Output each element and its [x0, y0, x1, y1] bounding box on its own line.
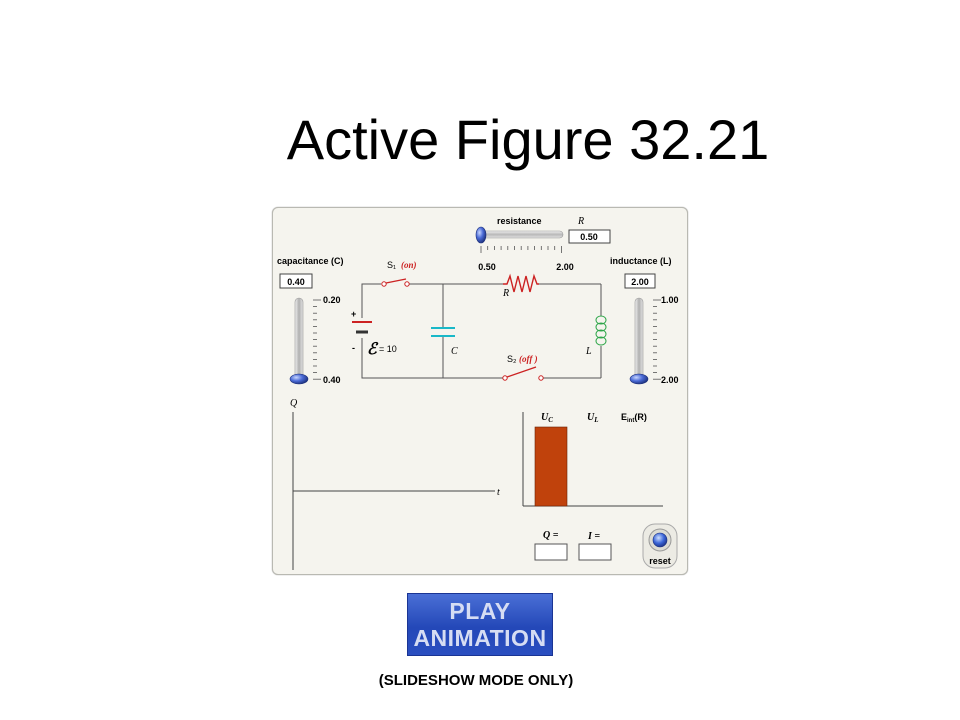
capacitance-value-box [279, 273, 313, 289]
capacitance-bottom-label: 0.40 [323, 375, 341, 385]
reset-icon [652, 532, 668, 548]
inductance-bottom-label: 2.00 [661, 375, 679, 385]
battery-symbol [352, 321, 372, 334]
circuit-diagram [361, 283, 602, 379]
graph-x-label: t [497, 487, 500, 498]
reset-button[interactable]: reset [642, 523, 678, 569]
reset-label: reset [649, 556, 671, 566]
resistance-max-label: 2.00 [556, 262, 574, 272]
graph-y-label: Q [290, 398, 298, 409]
inductance-top-label: 1.00 [661, 295, 679, 305]
battery-minus: - [352, 343, 355, 353]
energy-label-eint: Eint(R) [621, 412, 647, 424]
inductance-value-box [624, 273, 656, 289]
switch-s1-state: (on) [401, 260, 417, 270]
switch-s1[interactable] [381, 278, 410, 287]
energy-bar-uc [534, 426, 568, 507]
play-animation-button[interactable]: PLAY ANIMATION [407, 593, 553, 656]
switch-s1-label: S₁ [387, 260, 396, 270]
charge-readout-box [534, 543, 568, 561]
slideshow-mode-note: (SLIDESHOW MODE ONLY) [378, 672, 574, 689]
resistor-symbol [503, 273, 539, 293]
resistor-label: R [502, 288, 509, 299]
switch-s2-label: S₂ [507, 354, 517, 364]
play-button-line1: PLAY [449, 598, 511, 624]
resistance-min-label: 0.50 [478, 262, 496, 272]
resistance-slider-track[interactable] [478, 230, 564, 239]
energy-label-uc: UC [541, 412, 553, 424]
capacitance-slider-knob[interactable] [289, 373, 309, 385]
resistance-slider-knob[interactable] [475, 226, 487, 244]
inductance-value: 2.00 [631, 277, 649, 287]
play-button-line2: ANIMATION [413, 625, 547, 651]
capacitance-value: 0.40 [287, 277, 305, 287]
energy-label-ul: UL [587, 412, 599, 424]
emf-symbol: ℰ [367, 341, 379, 358]
slide-title: Active Figure 32.21 [286, 108, 770, 171]
current-readout-box [578, 543, 612, 561]
battery-plus: + [351, 309, 356, 319]
inductor-label: L [585, 346, 592, 357]
inductance-ticks [653, 299, 661, 380]
current-readout-label: I = [587, 531, 600, 542]
capacitor-label: C [451, 346, 458, 357]
resistance-ticks [480, 246, 562, 253]
switch-s2[interactable] [502, 366, 544, 381]
inductance-label: inductance (L) [610, 256, 672, 266]
charge-readout-label: Q = [543, 530, 559, 541]
inductance-slider-track[interactable] [634, 297, 644, 381]
resistance-value: 0.50 [580, 232, 598, 242]
capacitance-slider-track[interactable] [294, 297, 304, 381]
capacitance-top-label: 0.20 [323, 295, 341, 305]
capacitance-label: capacitance (C) [277, 256, 344, 266]
resistance-symbol: R [577, 216, 584, 227]
wire-top-left [361, 283, 381, 318]
inductance-slider-knob[interactable] [629, 373, 649, 385]
resistance-label: resistance [497, 216, 542, 226]
energy-bar-chart [522, 412, 663, 507]
simulation-panel: resistance R 0.50 0.50 2.00 capacitance … [272, 207, 688, 575]
capacitor-symbol [431, 327, 455, 337]
wire-bottom-left [361, 338, 503, 379]
emf-value: = 10 [379, 344, 397, 354]
resistance-value-box [568, 229, 611, 244]
switch-s2-state: (off ) [519, 354, 538, 364]
capacitance-ticks [313, 299, 321, 380]
inductor-symbol [595, 315, 607, 346]
